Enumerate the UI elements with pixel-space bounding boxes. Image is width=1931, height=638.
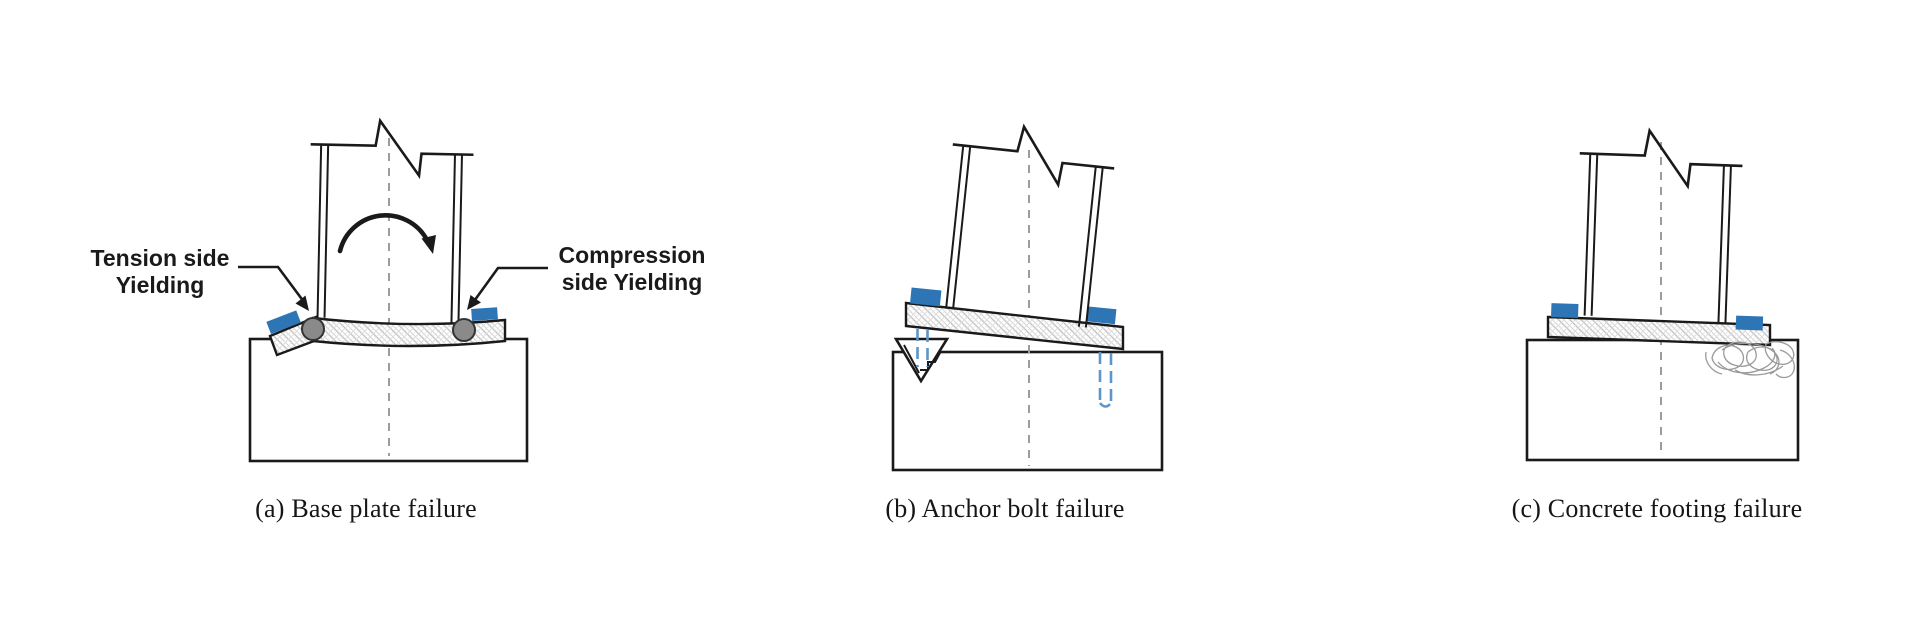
anchor-nut-left	[266, 310, 301, 334]
panel-c-diagram	[1525, 127, 1800, 462]
column-flange-line	[323, 145, 330, 318]
tension-label-line2: Yielding	[116, 272, 205, 298]
compression-label-line2: side Yielding	[562, 269, 703, 295]
column-break-symbol-icon	[1579, 127, 1743, 190]
anchor-nut-left	[1550, 303, 1579, 319]
column-flange-line	[1084, 167, 1104, 328]
compression-leader	[467, 266, 548, 310]
panel-b-diagram	[891, 123, 1164, 472]
rotation-arrow-icon	[337, 212, 436, 254]
caption-c: (c) Concrete footing failure	[1511, 494, 1803, 523]
concrete-footing	[1525, 338, 1800, 462]
column-flange-line	[945, 146, 965, 309]
base-plate	[1546, 315, 1772, 347]
anchor-bolt-dashed-right	[1098, 352, 1113, 408]
base-plate	[904, 301, 1125, 351]
anchor-nut-right	[1087, 306, 1117, 325]
compression-label-line1: Compression	[559, 242, 706, 268]
notch-inner-line	[903, 344, 920, 374]
column-flange-line	[1077, 166, 1097, 327]
column-flange-line	[1717, 165, 1725, 325]
tension-leader	[238, 265, 309, 311]
column-flange-line	[457, 154, 463, 324]
column-flange-line	[316, 145, 323, 318]
anchor-nut-left	[909, 287, 942, 307]
steel-column	[310, 117, 474, 324]
column-break-symbol-icon	[310, 117, 474, 180]
steel-column	[945, 123, 1115, 328]
anchor-nut-right	[1735, 315, 1764, 331]
anchor-nut-right	[471, 307, 498, 321]
plastic-hinge-left	[301, 317, 325, 341]
tension-label-line1: Tension side	[91, 245, 230, 271]
column-flange-line	[1583, 154, 1592, 316]
column-flange-line	[450, 154, 456, 324]
steel-column	[1579, 127, 1743, 325]
caption-a: (a) Base plate failure	[255, 494, 477, 523]
plastic-hinge-right	[452, 318, 476, 342]
panel-a-diagram: Tension side Yielding Compression side Y…	[91, 117, 706, 463]
column-break-symbol-icon	[952, 123, 1115, 189]
bolt-pullout-notch-icon	[893, 337, 950, 384]
notch-step-line	[920, 350, 942, 371]
caption-b: (b) Anchor bolt failure	[885, 494, 1125, 523]
concrete-crush-scribbles-icon	[1705, 341, 1795, 379]
column-flange-line	[952, 147, 972, 310]
column-flange-line	[1590, 154, 1599, 316]
base-plate	[311, 316, 507, 348]
anchor-bolt-dashed-left	[916, 329, 929, 367]
leader-arrow-icon	[295, 295, 309, 311]
concrete-footing	[891, 350, 1164, 472]
leader-arrow-icon	[467, 295, 481, 310]
column-flange-line	[1724, 165, 1732, 325]
